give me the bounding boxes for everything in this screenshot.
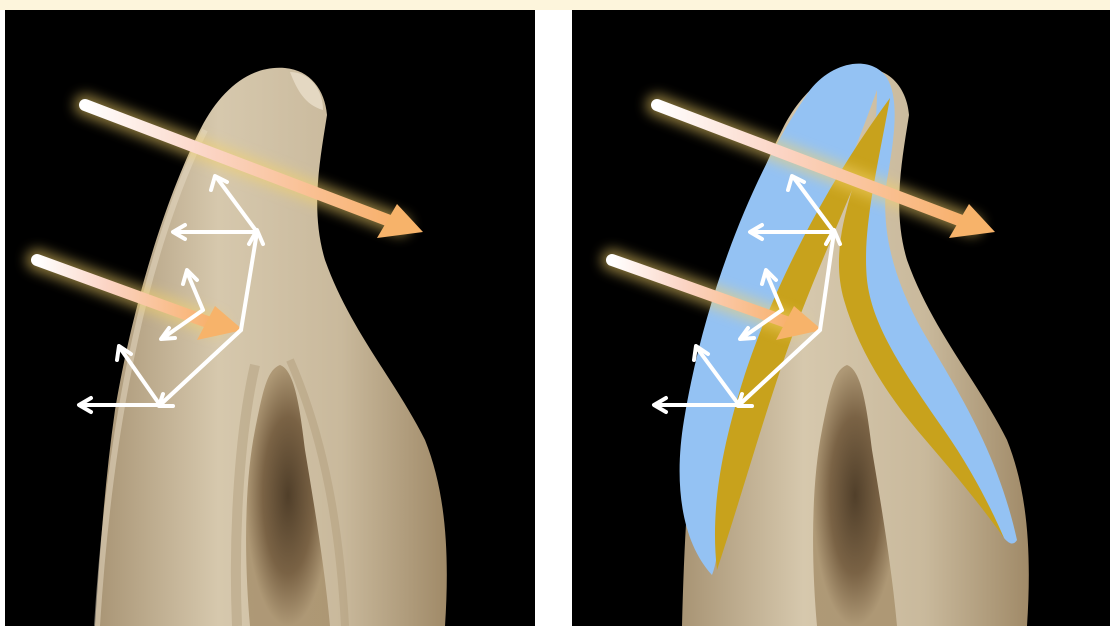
layered-tooth-illustration — [572, 10, 1110, 626]
panel-plain-tooth — [5, 10, 535, 626]
panel-tooth-with-layers — [572, 10, 1110, 626]
top-strip — [0, 0, 1110, 10]
panel-divider — [535, 10, 572, 626]
plain-tooth-illustration — [5, 10, 535, 626]
